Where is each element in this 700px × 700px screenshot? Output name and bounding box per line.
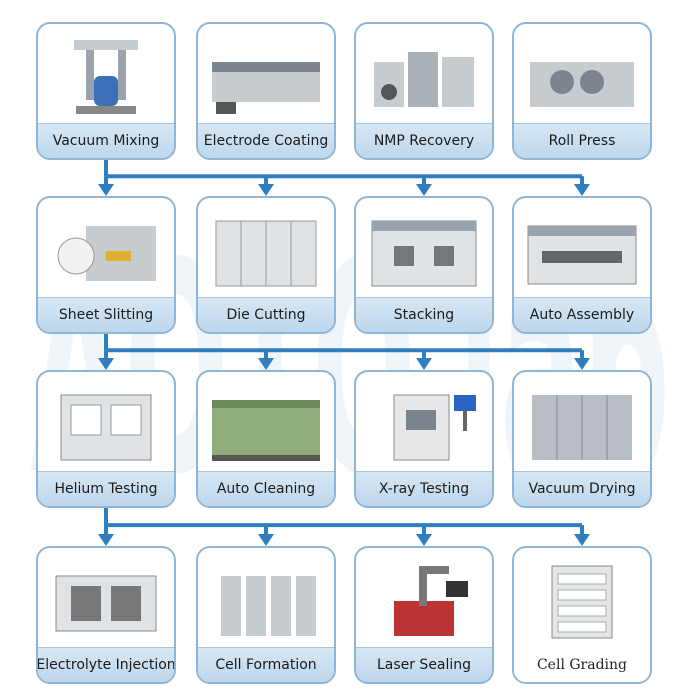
process-step-label: Vacuum Drying — [514, 471, 650, 506]
cleaning-machine-icon — [212, 400, 320, 461]
vacuum-oven-icon — [532, 395, 632, 460]
process-step-card: Electrode Coating — [196, 22, 336, 160]
nmp-recovery-machine-icon — [374, 52, 474, 107]
arrow-head-icon — [98, 534, 114, 546]
arrow-head-icon — [574, 534, 590, 546]
process-step-label: Die Cutting — [198, 297, 334, 332]
process-step-card: NMP Recovery — [354, 22, 494, 160]
process-step-card: Laser Sealing — [354, 546, 494, 684]
process-step-card: Sheet Slitting — [36, 196, 176, 334]
process-step-label: X-ray Testing — [356, 471, 492, 506]
process-step-card: Auto Cleaning — [196, 370, 336, 508]
process-step-label: Auto Assembly — [514, 297, 650, 332]
process-step-label: Auto Cleaning — [198, 471, 334, 506]
arrow-head-icon — [98, 184, 114, 196]
process-step-card: Die Cutting — [196, 196, 336, 334]
arrow-head-icon — [416, 184, 432, 196]
arrow-head-icon — [258, 534, 274, 546]
stacking-machine-icon — [371, 220, 477, 287]
slitting-machine-icon — [57, 226, 156, 281]
helium-tester-icon — [60, 394, 152, 461]
laser-welder-icon — [394, 566, 468, 636]
arrow-head-icon — [574, 184, 590, 196]
process-step-card: Electrolyte Injection — [36, 546, 176, 684]
process-step-label: Vacuum Mixing — [38, 123, 174, 158]
process-step-card: Vacuum Drying — [512, 370, 652, 508]
process-step-label: Stacking — [356, 297, 492, 332]
process-step-label: Cell Grading — [514, 648, 650, 682]
process-step-card: Stacking — [354, 196, 494, 334]
process-step-card: Auto Assembly — [512, 196, 652, 334]
process-step-card: Helium Testing — [36, 370, 176, 508]
process-step-card: Vacuum Mixing — [36, 22, 176, 160]
coating-machine-icon — [212, 62, 320, 114]
process-step-label: Roll Press — [514, 123, 650, 158]
process-step-label: Electrolyte Injection — [38, 647, 174, 682]
process-step-card: Cell Formation — [196, 546, 336, 684]
process-step-label: NMP Recovery — [356, 123, 492, 158]
process-step-card: Cell Grading — [512, 546, 652, 684]
process-step-card: X-ray Testing — [354, 370, 494, 508]
process-step-label: Helium Testing — [38, 471, 174, 506]
arrow-head-icon — [258, 184, 274, 196]
process-step-label: Cell Formation — [198, 647, 334, 682]
assembly-line-icon — [527, 225, 637, 285]
process-step-card: Roll Press — [512, 22, 652, 160]
arrow-head-icon — [258, 358, 274, 370]
process-step-label: Electrode Coating — [198, 123, 334, 158]
formation-cabinet-icon — [221, 576, 316, 636]
arrow-head-icon — [574, 358, 590, 370]
arrow-head-icon — [98, 358, 114, 370]
grading-cabinet-icon — [551, 565, 613, 639]
arrow-head-icon — [416, 534, 432, 546]
die-cutting-machine-icon — [215, 220, 317, 287]
process-step-label: Sheet Slitting — [38, 297, 174, 332]
roll-press-machine-icon — [530, 62, 634, 107]
process-step-label: Laser Sealing — [356, 647, 492, 682]
electrolyte-injector-icon — [55, 575, 157, 632]
arrow-head-icon — [416, 358, 432, 370]
vacuum-mixer-machine-icon — [74, 40, 138, 114]
xray-tester-icon — [393, 394, 476, 461]
